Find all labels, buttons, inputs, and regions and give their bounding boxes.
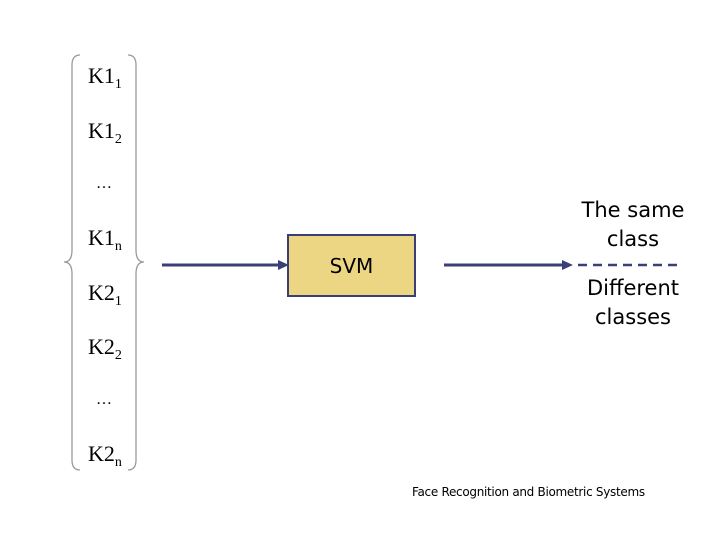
right-brace (127, 54, 145, 471)
outcome-same-class-line2: class (606, 227, 660, 251)
input-ellipsis-2: … (96, 391, 113, 408)
input-k2-n: K2n (88, 441, 122, 470)
arrow-from-svm-head (562, 260, 573, 270)
svm-label: SVM (329, 253, 374, 278)
left-brace (63, 54, 81, 471)
input-ellipsis-1: … (96, 175, 113, 192)
input-k1-2: K12 (88, 118, 122, 147)
input-k2-1: K21 (88, 280, 122, 309)
svm-classifier-box: SVM (287, 234, 416, 297)
outcome-different-classes: Different classes (568, 274, 698, 332)
input-k1-1: K11 (88, 63, 122, 92)
outcome-same-class: The same class (568, 196, 698, 254)
footer-caption: Face Recognition and Biometric Systems (412, 485, 645, 499)
outcome-same-class-line1: The same (581, 198, 685, 222)
outcome-different-classes-line2: classes (595, 305, 671, 329)
outcome-different-classes-line1: Different (586, 276, 680, 300)
arrow-to-svm-head (278, 260, 289, 270)
input-k2-2: K22 (88, 334, 122, 363)
input-k1-n: K1n (88, 225, 122, 254)
